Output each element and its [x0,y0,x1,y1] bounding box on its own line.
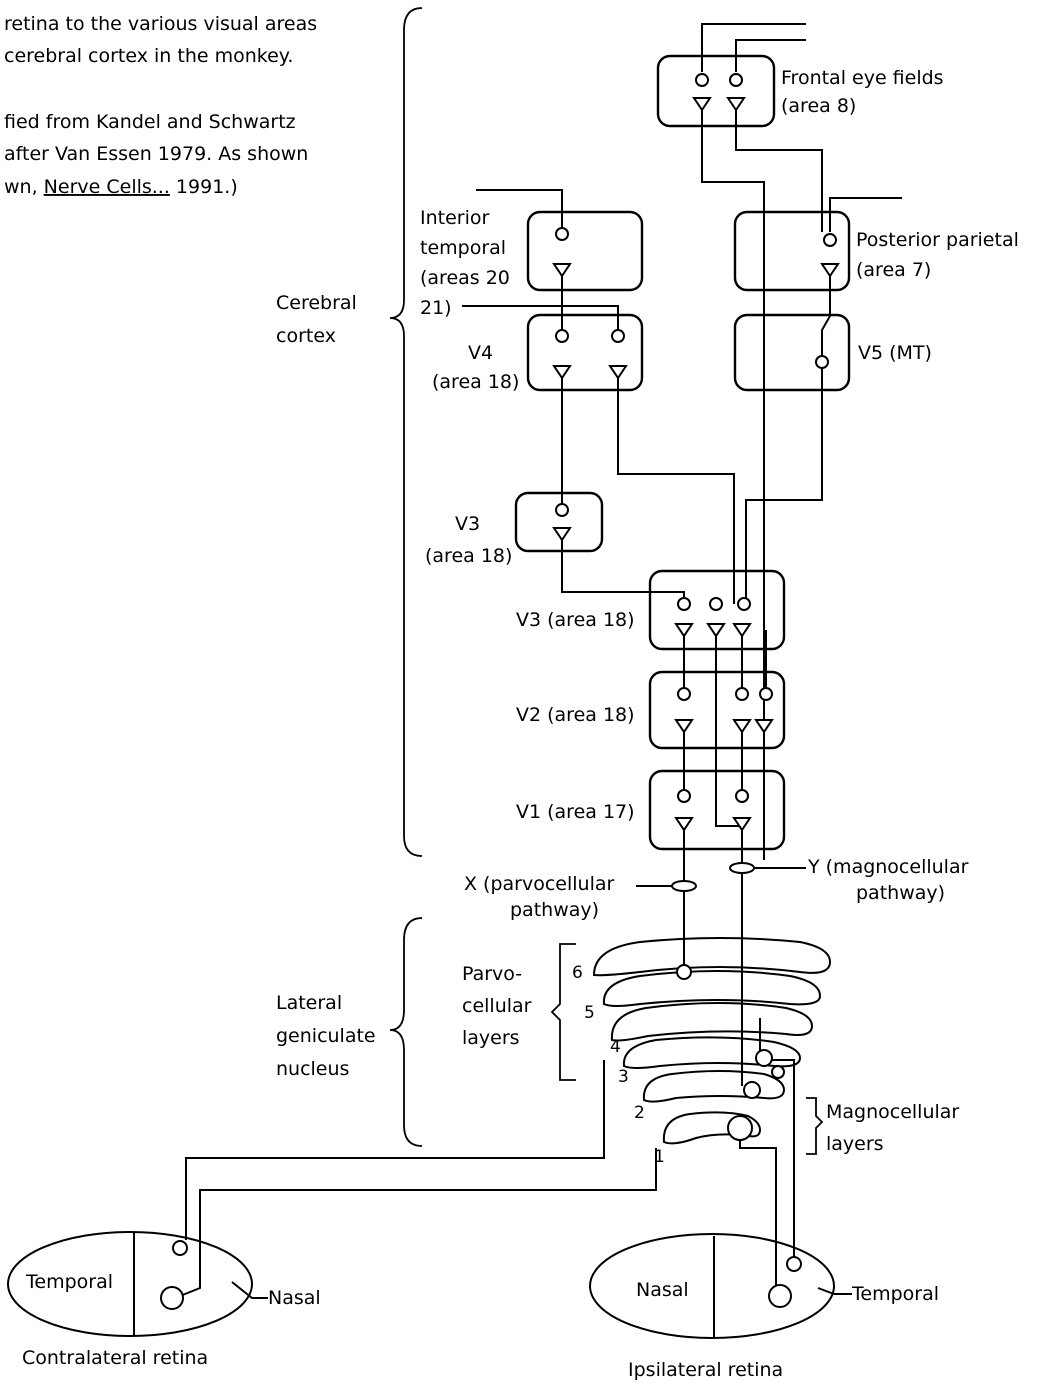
lgn-layer-5 [604,971,820,1006]
magno-brace [806,1098,822,1154]
x-pathway-label-2: pathway) [510,899,599,921]
label-v3-upper: V3 [455,513,480,535]
lgn-label-2: geniculate [276,1025,376,1047]
caption-reference: Nerve Cells... [44,176,170,198]
lgn-layer-3 [624,1037,800,1068]
ipsilateral-retina-outline [590,1234,834,1338]
box-inferior-temporal [528,212,642,290]
lgn-layer-2 [644,1071,784,1102]
cerebral-cortex-label-1: Cerebral [276,292,357,314]
y-pathway-label-1: Y (magnocellular [807,856,969,878]
caption-line-5: after Van Essen 1979. As shown [4,143,308,165]
cerebral-cortex-brace [390,8,422,856]
label-v2: V2 (area 18) [516,704,635,726]
label-v3-upper-area: (area 18) [425,545,512,567]
label-v4-area: (area 18) [432,371,519,393]
label-inferior-temporal-4: 21) [420,297,452,319]
lgn-layer-number-5: 5 [584,1003,595,1023]
box-v3-upper [516,493,602,551]
lgn-label-3: nucleus [276,1058,349,1080]
caption-line-6-pre: wn, [4,176,44,198]
cerebral-cortex-label-2: cortex [276,325,336,347]
lgn-label-1: Lateral [276,992,342,1014]
caption-line-6: wn, Nerve Cells... 1991.) [4,176,238,198]
label-inferior-temporal-2: temporal [420,237,506,259]
box-frontal-eye-fields [658,56,774,126]
figure-caption: retina to the various visual areas cereb… [4,13,317,198]
ipsilateral-nasal-label: Nasal [636,1279,689,1301]
x-pathway-label-1: X (parvocellular [464,873,615,895]
magno-label-1: Magnocellular [826,1101,959,1123]
y-pathway-label-2: pathway) [856,882,945,904]
box-v5 [735,315,849,390]
neuron-cells [554,74,838,891]
connection-lines [180,24,902,1296]
parvo-label-3: layers [462,1027,520,1049]
lgn-layer-number-3: 3 [618,1067,629,1087]
lgn-layer-6 [594,938,830,975]
lgn-brace [390,918,422,1146]
label-v5: V5 (MT) [858,342,932,364]
label-v3: V3 (area 18) [516,609,635,631]
ipsilateral-retina-label: Ipsilateral retina [628,1359,783,1381]
label-v4: V4 [468,342,493,364]
caption-line-2: retina to the various visual areas [4,13,317,35]
label-area-7: (area 7) [856,259,931,281]
caption-line-3: cerebral cortex in the monkey. [4,45,293,67]
box-v4 [528,315,642,390]
lgn-layer-number-2: 2 [634,1103,645,1123]
lgn-layer-number-6: 6 [572,963,583,983]
magno-label-2: layers [826,1133,884,1155]
parvo-label-1: Parvo- [462,963,522,985]
contralateral-retina: Temporal Nasal Contralateral retina [8,1232,321,1369]
lgn-layer-number-1: 1 [654,1147,665,1167]
ipsilateral-retina: Nasal Temporal Ipsilateral retina [590,1234,939,1381]
caption-line-4: fied from Kandel and Schwartz [4,111,296,133]
label-v1: V1 (area 17) [516,801,635,823]
lgn-layer-number-4: 4 [610,1037,621,1057]
caption-line-6-post: 1991.) [170,176,238,198]
contralateral-nasal-label: Nasal [268,1287,321,1309]
label-posterior-parietal: Posterior parietal [856,229,1019,251]
box-posterior-parietal [735,212,849,290]
contralateral-temporal-label: Temporal [25,1271,113,1293]
label-frontal-eye-fields: Frontal eye fields [781,67,944,89]
label-inferior-temporal-3: (areas 20 [420,267,510,289]
label-area-8: (area 8) [781,95,856,117]
label-inferior-temporal-1: Interior [420,207,489,229]
lgn-layer-4 [612,1003,812,1041]
contralateral-retina-label: Contralateral retina [22,1347,208,1369]
ipsilateral-temporal-label: Temporal [851,1283,939,1305]
parvo-label-2: cellular [462,995,532,1017]
